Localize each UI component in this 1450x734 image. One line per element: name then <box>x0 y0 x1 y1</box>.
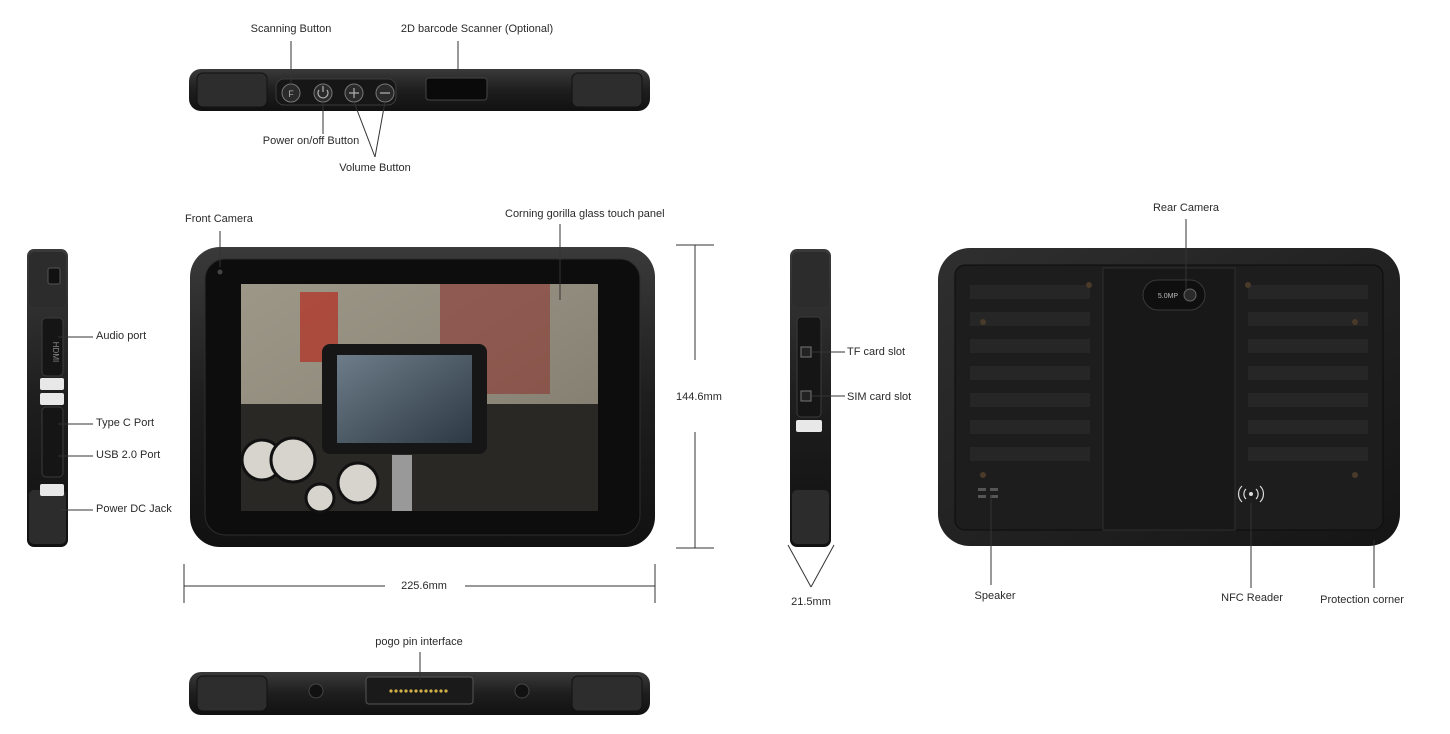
volume-button-label: Volume Button <box>339 162 411 174</box>
pogo-pin <box>439 689 443 693</box>
pogo-pin <box>434 689 438 693</box>
pogo-pin <box>419 689 423 693</box>
power-button-label: Power on/off Button <box>262 135 360 147</box>
nfc-reader-label: NFC Reader <box>1221 592 1283 604</box>
speaker-grille-icon <box>978 488 998 498</box>
width-dimension-label: 225.6mm <box>401 580 447 592</box>
sim-card-slot-label: SIM card slot <box>847 391 912 403</box>
height-dimension-label: 144.6mm <box>676 391 722 403</box>
pogo-pin <box>409 689 413 693</box>
front-view <box>190 224 655 547</box>
protection-corner-label: Protection corner <box>1320 594 1404 606</box>
barcode-scanner-label: 2D barcode Scanner (Optional) <box>400 23 554 35</box>
svg-text:F: F <box>288 89 294 99</box>
nfc-icon <box>1238 485 1264 503</box>
audio-port-label: Audio port <box>96 330 147 342</box>
power-button-icon <box>313 83 333 103</box>
front-camera-icon <box>217 269 223 275</box>
pogo-pin <box>389 689 393 693</box>
rear-camera-label: Rear Camera <box>1152 202 1220 214</box>
screw-icons <box>980 282 1358 478</box>
right-side-view <box>790 249 845 547</box>
tf-card-slot-label: TF card slot <box>847 346 906 358</box>
pogo-pin <box>414 689 418 693</box>
volume-down-icon <box>375 83 395 103</box>
top-edge-view: F <box>189 41 650 158</box>
pogo-pin <box>404 689 408 693</box>
scanning-button-label: Scanning Button <box>250 23 332 35</box>
power-dc-jack-label: Power DC Jack <box>96 503 172 515</box>
pogo-pin <box>429 689 433 693</box>
screen-photo <box>240 284 598 514</box>
bottom-edge-view <box>189 652 650 715</box>
pogo-pin <box>394 689 398 693</box>
speaker-label: Speaker <box>974 590 1016 602</box>
pogo-pin <box>424 689 428 693</box>
thickness-dimension-label: 21.5mm <box>791 596 831 608</box>
dimension-lines <box>183 244 835 603</box>
hdmi-mark: HDMI <box>51 342 60 362</box>
pogo-pins <box>389 689 448 693</box>
scan-button-icon: F <box>281 83 301 103</box>
pogo-pin <box>399 689 403 693</box>
volume-up-icon <box>344 83 364 103</box>
front-camera-label: Front Camera <box>185 213 253 225</box>
camera-resolution-mark: 5.0MP <box>1158 293 1179 300</box>
barcode-scanner-window <box>425 77 488 101</box>
type-c-port-label: Type C Port <box>96 417 155 429</box>
pogo-pin <box>444 689 448 693</box>
usb-port-label: USB 2.0 Port <box>96 449 161 461</box>
left-side-view: HDMI <box>27 249 93 547</box>
back-ribs-right <box>1248 285 1368 461</box>
rear-camera-module: 5.0MP <box>1142 279 1206 311</box>
back-view: 5.0MP <box>938 219 1400 588</box>
pogo-pin-label: pogo pin interface <box>375 636 463 648</box>
back-ribs-left <box>970 285 1090 461</box>
glass-panel-label: Corning gorilla glass touch panel <box>505 208 665 220</box>
